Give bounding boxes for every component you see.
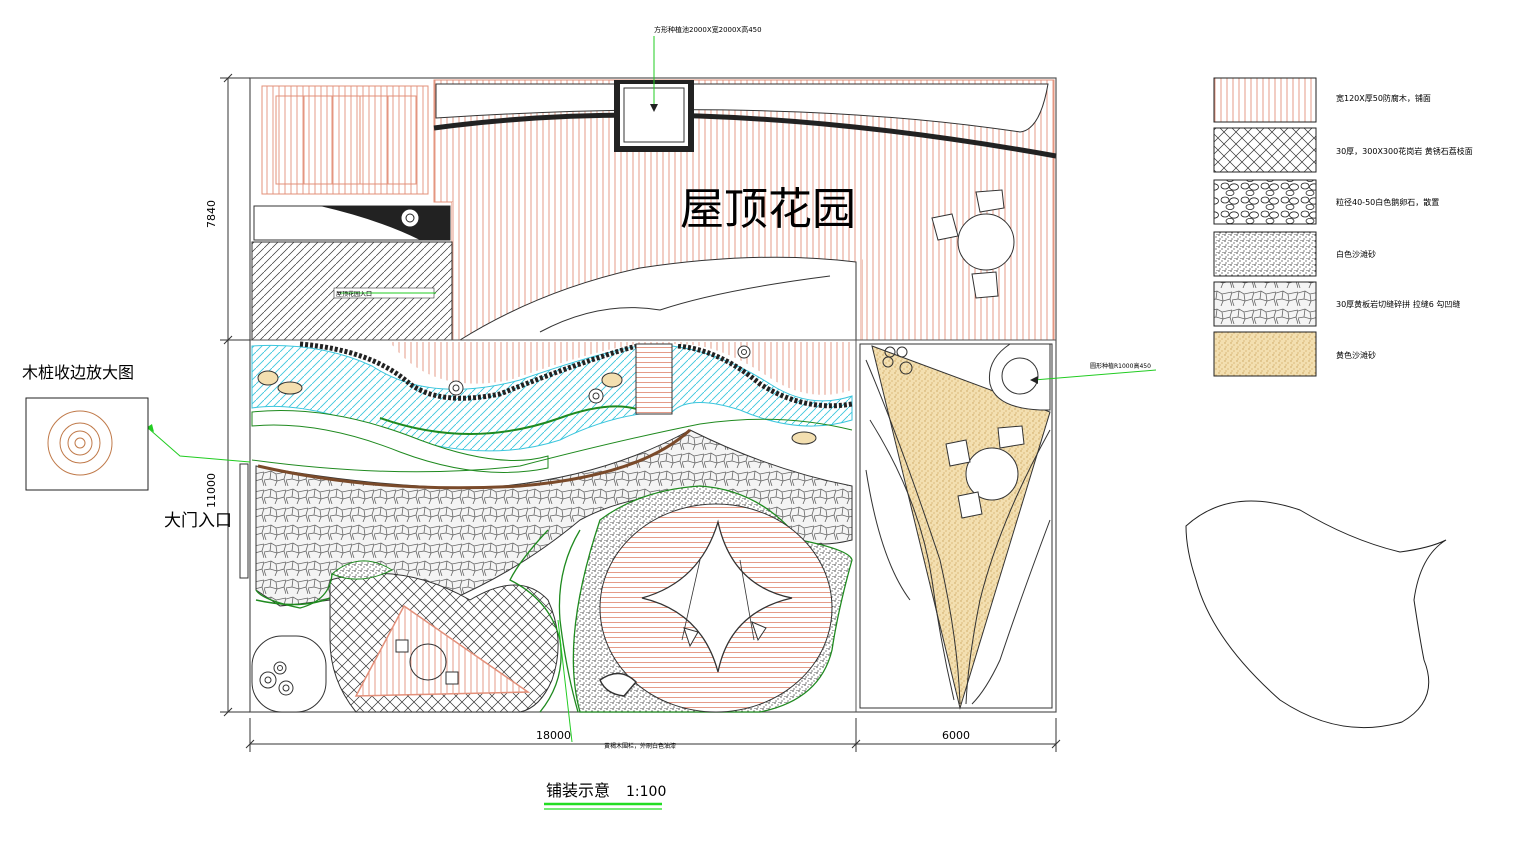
detail-box [25,397,149,491]
dimension-lines [220,73,1061,752]
caption: 铺装示意 [546,781,610,800]
annotation-top-pool: 方形种植池2000X宽2000X高450 [654,25,762,34]
entrance-label: 大门入口 [164,511,232,531]
legend-label-white-sand: 白色沙滩砂 [1336,249,1376,259]
legend-label-pebble: 粒径40-50白色鹅卵石，散置 [1336,197,1439,207]
drawing-title: 屋顶花园 [680,184,856,235]
annotation-right-planter: 圆形种植R1000高450 [1090,362,1151,370]
dim-width-right: 6000 [942,729,970,742]
legend-label-yellow-sand: 黄色沙滩砂 [1336,350,1376,360]
legend-label-granite: 30厚，300X300花岗岩 黄锈石荔枝面 [1336,146,1473,156]
leader-lines [147,36,1157,743]
legend-swatch-wood [1213,77,1317,123]
label-inner-entry: 屋顶花园入口 [336,290,372,298]
detail-title: 木桩收边放大图 [22,363,134,382]
legend-swatch-white-sand [1213,231,1317,277]
leaf-shape [1185,500,1447,729]
legend-swatch-granite [1213,127,1317,173]
caption-scale: 1:100 [626,784,666,800]
legend-label-slate: 30厚黄板岩切缝碎拼 拉缝6 勾凹缝 [1336,299,1460,309]
site-plan: 屋顶花园入口 [239,77,1057,713]
dim-height-upper: 7840 [205,200,218,228]
legend-label-wood: 宽120X厚50防腐木，铺面 [1336,93,1431,103]
legend [1213,77,1317,377]
dim-width-main: 18000 [536,729,571,742]
dim-height-lower: 11000 [205,473,218,508]
legend-swatch-yellow-sand [1213,331,1317,377]
legend-swatch-slate [1213,281,1317,327]
legend-swatch-pebble [1213,179,1317,225]
annotation-bottom-rail: 黄褐木围栏，外刷白色油漆 [604,742,676,750]
